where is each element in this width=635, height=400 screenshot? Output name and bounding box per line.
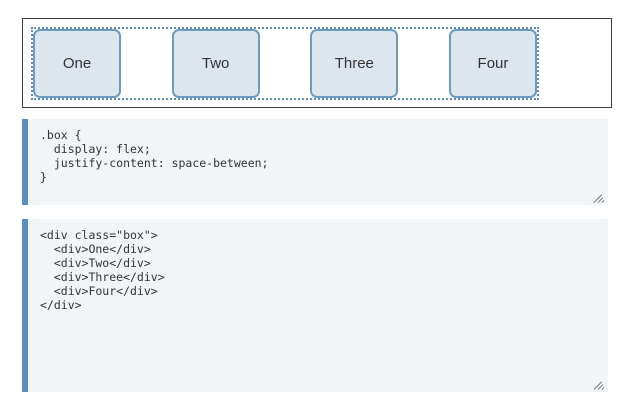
flex-item-one: One (33, 29, 121, 98)
resize-grip-icon[interactable] (593, 378, 605, 390)
html-code-editor[interactable]: <div class="box"> <div>One</div> <div>Tw… (22, 219, 608, 392)
resize-grip-icon[interactable] (593, 191, 605, 203)
css-code-editor[interactable]: .box { display: flex; justify-content: s… (22, 119, 608, 205)
demo-result-frame: One Two Three Four (22, 18, 612, 108)
flex-item-four: Four (448, 29, 537, 98)
html-code-text[interactable]: <div class="box"> <div>One</div> <div>Tw… (40, 228, 165, 312)
flex-item-two: Two (171, 29, 260, 98)
flex-container-box: One Two Three Four (31, 27, 539, 100)
flex-item-three: Three (310, 29, 399, 98)
css-code-text[interactable]: .box { display: flex; justify-content: s… (40, 128, 269, 184)
